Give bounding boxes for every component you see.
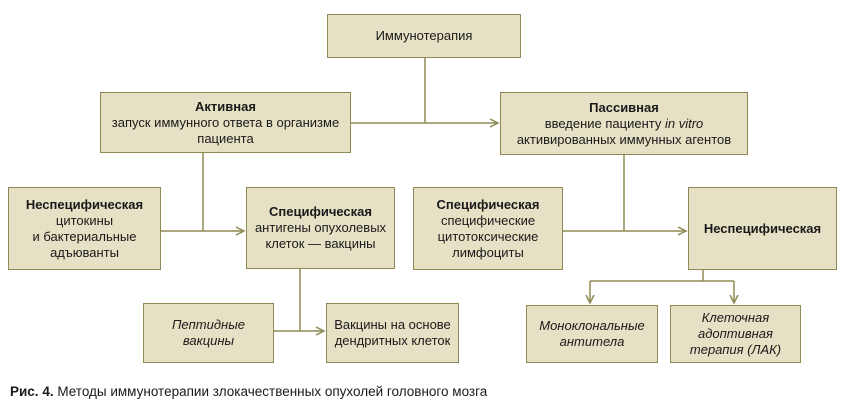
passive-specific-title: Специфическая — [436, 196, 540, 212]
passive-specific-line-3: лимфоциты — [452, 244, 524, 260]
active-specific-line-1: антигены опухолевых — [254, 220, 387, 235]
lak-therapy-line-2: адоптивная — [698, 326, 773, 341]
active-line-1: запуск иммунного ответа в организме — [111, 114, 340, 130]
active-specific-title: Специфическая — [269, 204, 372, 219]
passive-line-1-text: введение пациенту — [544, 115, 665, 131]
figure-caption-label: Рис. 4. — [10, 384, 54, 399]
dendritic-vaccines-line-1: Вакцины на основе — [334, 317, 451, 332]
passive-specific-box: Специфическая специфические цитотоксичес… — [413, 187, 563, 270]
figure-caption: Рис. 4. Методы иммунотерапии злокачестве… — [10, 384, 487, 399]
monoclonal-antibodies-line-1: Моноклональные — [539, 318, 645, 333]
figure-caption-text: Методы иммунотерапии злокачественных опу… — [53, 384, 488, 399]
dendritic-vaccines-box: Вакцины на основе дендритных клеток — [326, 303, 459, 363]
active-nonspecific-line-1: цитокины — [55, 212, 114, 228]
active-specific-box: Специфическая антигены опухолевых клеток… — [246, 187, 395, 269]
passive-line-2: активированных иммунных агентов — [516, 131, 732, 147]
immunotherapy-box: Иммунотерапия — [327, 14, 521, 58]
peptide-vaccines-line-2: вакцины — [182, 333, 235, 348]
passive-line-1-emphasis: in vitro — [665, 115, 704, 131]
active-nonspecific-title: Неспецифическая — [25, 196, 144, 212]
active-line-2: пациента — [197, 130, 254, 146]
passive-specific-line-1: специфические — [440, 212, 536, 228]
peptide-vaccines-box: Пептидные вакцины — [143, 303, 274, 363]
active-box: Активная запуск иммунного ответа в орган… — [100, 92, 351, 153]
peptide-vaccines-line-1: Пептидные — [172, 317, 245, 332]
immunotherapy-label: Иммунотерапия — [375, 28, 473, 43]
passive-line-1: введение пациенту in vitro — [545, 116, 704, 132]
monoclonal-antibodies-line-2: антитела — [559, 334, 625, 349]
dendritic-vaccines-line-2: дендритных клеток — [334, 333, 451, 348]
passive-box: Пассивная введение пациенту in vitro акт… — [500, 92, 748, 155]
active-nonspecific-line-3: адъюванты — [50, 244, 119, 260]
active-nonspecific-line-2: и бактериальные — [32, 228, 137, 244]
passive-nonspecific-box: Неспецифическая — [688, 187, 837, 270]
monoclonal-antibodies-box: Моноклональные антитела — [526, 305, 658, 363]
lak-therapy-line-3: терапия (ЛАК) — [689, 342, 782, 357]
active-specific-line-2: клеток — вакцины — [265, 236, 376, 251]
passive-nonspecific-title: Неспецифическая — [703, 220, 822, 236]
active-nonspecific-box: Неспецифическая цитокины и бактериальные… — [8, 187, 161, 270]
passive-title: Пассивная — [589, 99, 659, 115]
active-title: Активная — [195, 98, 256, 114]
passive-specific-line-2: цитотоксические — [437, 228, 539, 244]
lak-therapy-line-1: Клеточная — [701, 310, 770, 325]
lak-therapy-box: Клеточная адоптивная терапия (ЛАК) — [670, 305, 801, 363]
